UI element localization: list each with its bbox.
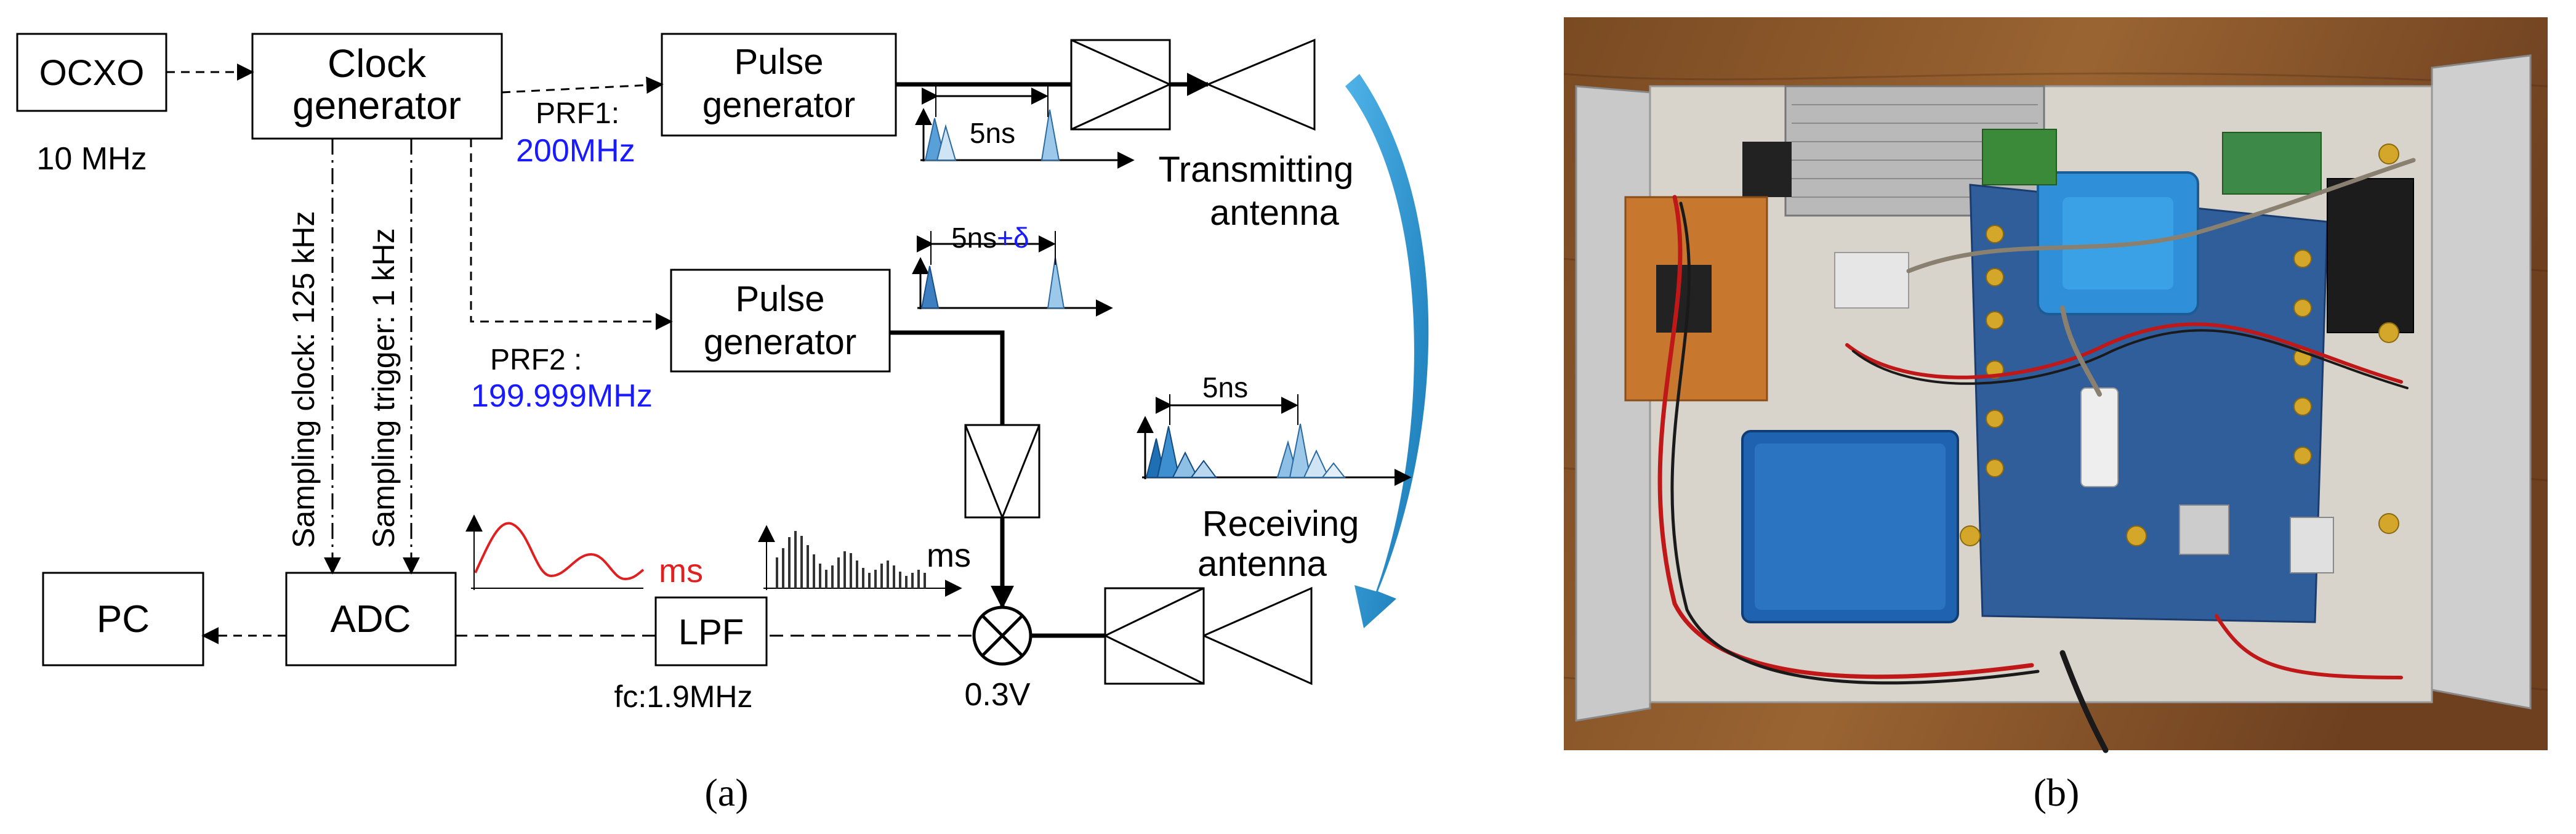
mixer-output-waveform: [758, 525, 962, 597]
prf2-value: 199.999MHz: [471, 378, 653, 414]
ms-red-label: ms: [659, 553, 703, 589]
lpf-label: LPF: [678, 612, 744, 652]
delta-label: +δ: [997, 222, 1029, 254]
pulse2-to-lo-amplifier-line: [890, 330, 1005, 425]
lo-amplifier: [964, 424, 1040, 520]
clock-to-pulse1-line: [501, 76, 664, 94]
sampling-clock-label: Sampling clock: 125 kHz: [286, 211, 321, 548]
green-board-2: [2222, 132, 2322, 195]
lo-pulse-waveform: [912, 231, 1113, 317]
mixer-level-label: 0.3V: [965, 677, 1031, 713]
ocxo-label: OCXO: [39, 53, 145, 93]
pulse-generator-2-block: [670, 269, 891, 373]
panel-a-caption: (a): [704, 771, 748, 814]
enclosure-left-wall: [1575, 85, 1651, 722]
ocxo-block: [16, 33, 167, 112]
tx-pulse-waveform: [915, 86, 1135, 169]
panel-b-caption: (b): [2034, 771, 2080, 814]
prf2-label: PRF2 :: [490, 344, 582, 376]
lpf-cutoff: fc:1.9MHz: [614, 679, 752, 714]
adc-label: ADC: [331, 598, 411, 641]
enclosure-right-wall: [2431, 54, 2532, 710]
lpf-output-waveform: [465, 514, 645, 590]
ms-black-label: ms: [927, 537, 971, 574]
pulse-generator-2-label-line1: Pulse: [735, 279, 824, 319]
clock-generator-block: [251, 33, 503, 140]
rx-amplifier: [1103, 587, 1205, 685]
rx-echo-waveform: [1137, 394, 1412, 486]
rx-antenna-label-line1: Receiving: [1202, 504, 1359, 544]
pulse-generator-2-label-line2: generator: [704, 322, 856, 362]
prf1-value: 200MHz: [516, 133, 635, 169]
lo-pulse-period-value: 5ns: [951, 222, 997, 254]
receiving-antenna-icon: [1201, 586, 1313, 686]
rx-echo-period-label: 5ns: [1202, 371, 1248, 403]
clock-to-pulse2-line: [470, 139, 673, 330]
rx-antenna-label-line2: antenna: [1197, 544, 1327, 584]
panel-b-hardware-photo: (b): [1563, 17, 2548, 814]
adc-block: [285, 572, 457, 666]
tx-antenna-label-line2: antenna: [1210, 193, 1339, 233]
pc-block: [42, 572, 204, 666]
panel-a-block-diagram: OCXO 10 MHz Clock generator Pulse genera…: [16, 33, 1429, 814]
pulse-generator-1-label-line2: generator: [702, 85, 855, 125]
green-board: [1982, 129, 2057, 185]
sampling-trigger-label: Sampling trigger: 1 kHz: [366, 228, 401, 548]
tx-antenna-label-line1: Transmitting: [1159, 150, 1354, 190]
lo-pulse-period-label: 5ns+δ: [951, 222, 1029, 254]
tx-amplifier: [1070, 39, 1172, 131]
propagation-arrow: [1345, 74, 1429, 628]
pc-label: PC: [97, 598, 150, 641]
tx-pulse-period-label: 5ns: [970, 117, 1015, 149]
prf1-label: PRF1:: [536, 97, 619, 130]
pulse-generator-1-label-line1: Pulse: [734, 42, 823, 82]
lpf-block: [654, 596, 768, 666]
heatsink: [2327, 178, 2414, 333]
clock-generator-label-line1: Clock: [328, 41, 427, 86]
pulse-generator-1-block: [661, 33, 897, 137]
mixer-icon: [972, 605, 1032, 666]
ocxo-frequency: 10 MHz: [36, 141, 147, 177]
clock-generator-label-line2: generator: [292, 83, 461, 128]
transmitting-antenna-icon: [1205, 38, 1316, 131]
